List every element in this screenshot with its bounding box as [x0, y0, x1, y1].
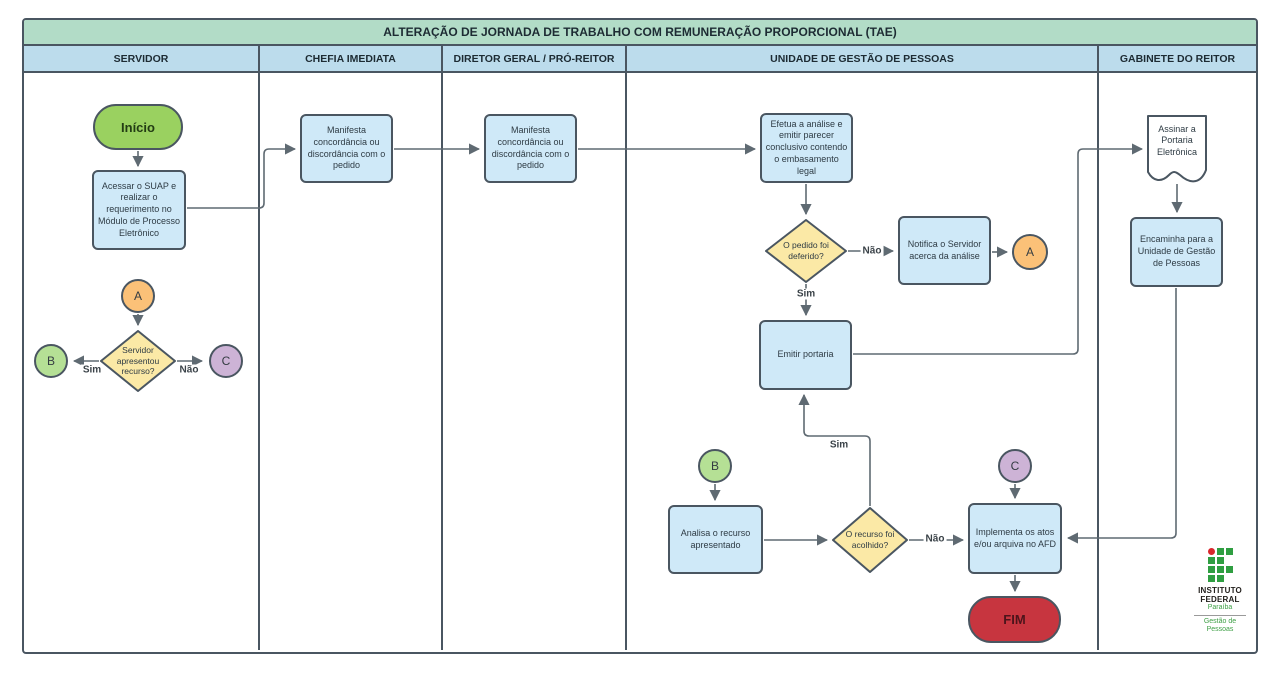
logo-text-gestao: Gestão de [1203, 617, 1237, 625]
process-emitir-portaria: Emitir portaria [759, 320, 852, 390]
lane-header-gestao-pessoas: UNIDADE DE GESTÃO DE PESSOAS [770, 52, 954, 65]
decision-servidor-recurso: Servidor apresentou recurso? [100, 330, 176, 392]
edge-emitir-assinar [853, 143, 1144, 355]
diagram-title: ALTERAÇÃO DE JORNADA DE TRABALHO COM REM… [24, 20, 1256, 46]
edge-label-sim: Sim [827, 439, 851, 451]
lane-header-row: SERVIDOR CHEFIA IMEDIATA DIRETOR GERAL /… [24, 46, 1256, 73]
edge-label-nao: Não [923, 533, 947, 545]
process-efetua-analise: Efetua a análise e emitir parecer conclu… [760, 113, 853, 183]
start-node-inicio: Início [93, 104, 183, 150]
logo-red-dot [1207, 548, 1215, 555]
lane-header-servidor: SERVIDOR [113, 52, 169, 65]
connector-b: B [34, 344, 68, 378]
lane-separator [258, 46, 260, 650]
lane-header-diretor-geral: DIRETOR GERAL / PRÓ-REITOR [453, 52, 615, 65]
process-manifesta-chefia: Manifesta concordância ou discordância c… [300, 114, 393, 183]
decision-label: O recurso foi acolhido? [845, 529, 895, 550]
lane-header-chefia-imediata: CHEFIA IMEDIATA [305, 52, 396, 65]
decision-pedido-deferido: O pedido foi deferido? [765, 219, 847, 283]
diamond-shape [100, 330, 176, 392]
swimlane-frame: ALTERAÇÃO DE JORNADA DE TRABALHO COM REM… [22, 18, 1258, 654]
edge-label-sim: Sim [794, 288, 818, 300]
logo-divider [1194, 614, 1246, 616]
lane-separator [625, 46, 627, 650]
decision-label: Servidor apresentou recurso? [116, 345, 160, 377]
edge-label-nao: Não [860, 245, 884, 257]
ifpb-logo: INSTITUTO FEDERAL Paraíba Gestão de Pess… [1190, 548, 1250, 635]
connector-a: A [1012, 234, 1048, 270]
lane-separator [441, 46, 443, 650]
end-node-fim: FIM [968, 596, 1061, 643]
connector-c: C [998, 449, 1032, 483]
diamond-shape [832, 507, 908, 573]
logo-text-paraiba: Paraíba [1207, 604, 1233, 612]
edge-label-nao: Não [177, 364, 201, 376]
edge-encaminha-implementa [1066, 288, 1177, 544]
lane-header-gabinete-reitor: GABINETE DO REITOR [1119, 52, 1236, 65]
process-notifica-servidor: Notifica o Servidor acerca da análise [898, 216, 991, 285]
connector-b: B [698, 449, 732, 483]
logo-text-pessoas: Pessoas [1206, 626, 1234, 634]
process-encaminha-ugp: Encaminha para a Unidade de Gestão de Pe… [1130, 217, 1223, 287]
process-manifesta-diretor: Manifesta concordância ou discordância c… [484, 114, 577, 183]
ifpb-logo-grid [1207, 548, 1233, 582]
edge-acessar-manifesta-chefia [187, 143, 297, 209]
decision-recurso-acolhido: O recurso foi acolhido? [832, 507, 908, 573]
process-implementa-atos: Implementa os atos e/ou arquiva no AFD [968, 503, 1062, 574]
connector-a: A [121, 279, 155, 313]
decision-label: O pedido foi deferido? [783, 240, 829, 261]
process-acessar-suap: Acessar o SUAP e realizar o requerimento… [92, 170, 186, 250]
logo-text-instituto: INSTITUTO [1198, 586, 1242, 595]
logo-text-federal: FEDERAL [1200, 595, 1240, 605]
edge-acolhido-emitir-sim [798, 393, 871, 506]
document-shape [1147, 115, 1207, 183]
document-label: Assinar a Portaria Eletrônica [1156, 124, 1198, 157]
connector-c: C [209, 344, 243, 378]
lane-separator [1097, 46, 1099, 650]
diamond-shape [765, 219, 847, 283]
process-analisa-recurso: Analisa o recurso apresentado [668, 505, 763, 574]
document-assinar-portaria: Assinar a Portaria Eletrônica [1147, 115, 1207, 185]
edge-label-sim: Sim [80, 364, 104, 376]
